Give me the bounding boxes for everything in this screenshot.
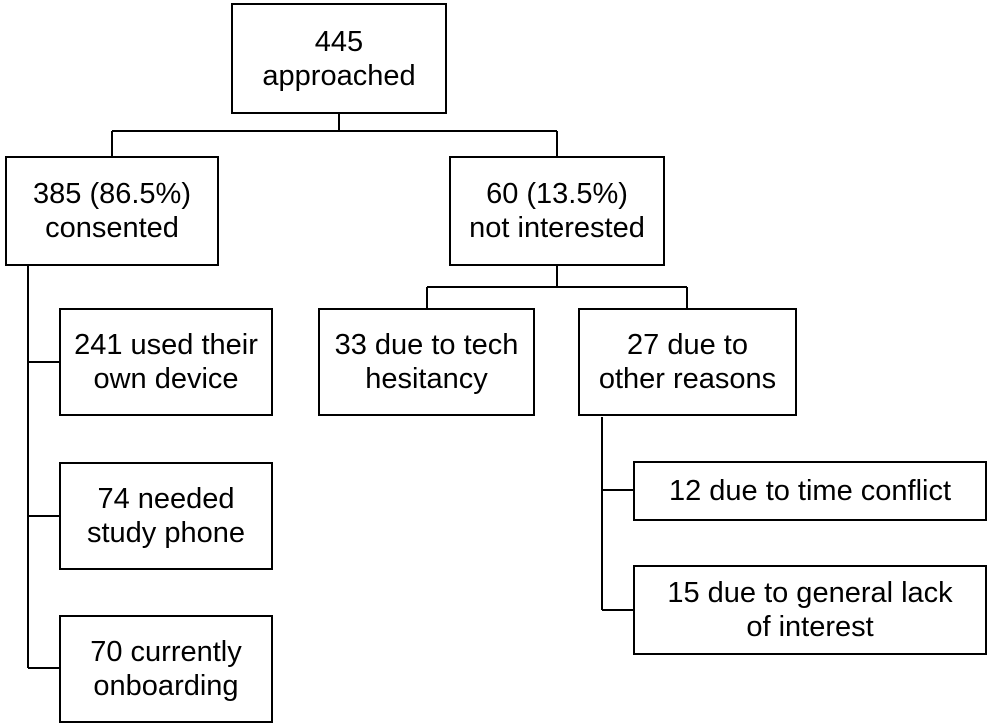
node-onboarding: 70 currently onboarding — [59, 615, 273, 723]
node-not-interested: 60 (13.5%) not interested — [449, 156, 665, 266]
node-other-reasons: 27 due to other reasons — [578, 308, 797, 416]
node-consented-count: 385 (86.5%) — [33, 178, 191, 210]
node-other-reasons-line1: 27 due to — [627, 329, 748, 361]
node-onboarding-line2: onboarding — [93, 670, 239, 702]
node-onboarding-line1: 70 currently — [90, 636, 242, 668]
node-tech-hesitancy-line2: hesitancy — [365, 363, 488, 395]
node-own-device: 241 used their own device — [59, 308, 273, 416]
node-consented: 385 (86.5%) consented — [5, 156, 219, 266]
node-tech-hesitancy: 33 due to tech hesitancy — [318, 308, 535, 416]
node-not-interested-count: 60 (13.5%) — [486, 178, 628, 210]
connector-consented-trunk — [27, 265, 60, 669]
node-approached-label: approached — [262, 59, 416, 92]
node-lack-of-interest-line1: 15 due to general lack — [667, 577, 953, 609]
node-time-conflict: 12 due to time conflict — [633, 461, 987, 521]
node-own-device-line2: own device — [93, 363, 239, 395]
connector-approached-split — [111, 113, 558, 157]
node-approached-count: 445 — [314, 25, 364, 58]
node-own-device-line1: 241 used their — [74, 329, 258, 361]
node-study-phone-line2: study phone — [86, 517, 245, 549]
node-not-interested-label: not interested — [469, 212, 645, 244]
node-tech-hesitancy-line1: 33 due to tech — [334, 329, 519, 361]
node-study-phone-line1: 74 needed — [97, 483, 235, 515]
node-lack-of-interest: 15 due to general lack of interest — [633, 565, 987, 655]
connector-not-interested-split — [426, 265, 688, 309]
node-other-reasons-line2: other reasons — [598, 363, 777, 395]
node-lack-of-interest-line2: of interest — [746, 611, 874, 643]
node-approached: 445 approached — [231, 3, 447, 114]
node-time-conflict-line1: 12 due to time conflict — [668, 475, 952, 507]
connector-other-reasons-trunk — [601, 417, 634, 611]
node-study-phone: 74 needed study phone — [59, 462, 273, 570]
node-consented-label: consented — [45, 212, 179, 244]
